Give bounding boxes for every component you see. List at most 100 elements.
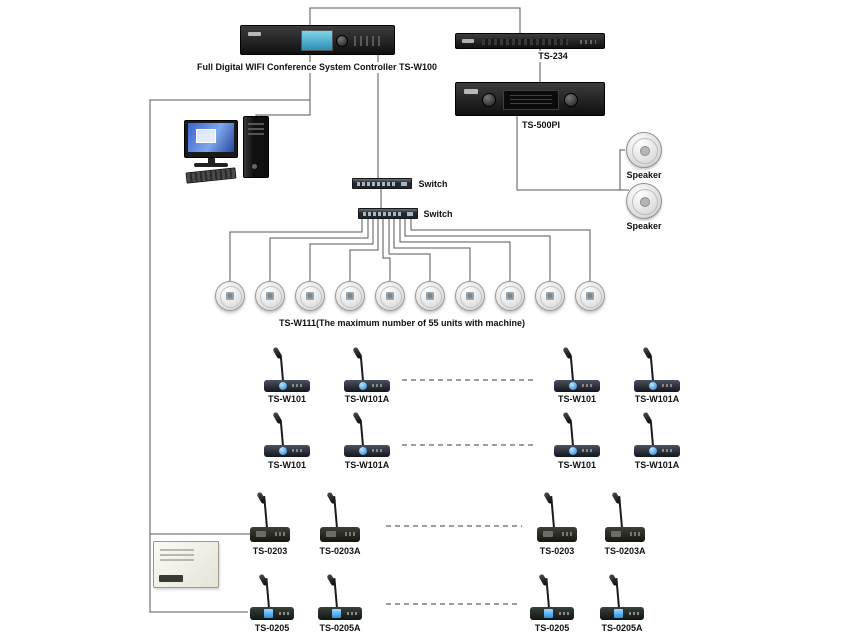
mic-base [264, 380, 310, 392]
mic-gooseneck [265, 578, 270, 609]
mic-ts-0203a [603, 491, 647, 542]
mic-label: TS-W101A [342, 394, 392, 405]
ceiling-speaker-1 [626, 132, 662, 168]
itc-logo [464, 89, 478, 94]
mic-ts-w101a [632, 346, 682, 392]
mic-base [250, 527, 290, 542]
mic-ts-0203a [318, 491, 362, 542]
controller-knob [336, 35, 348, 47]
controller-touchscreen [301, 30, 333, 51]
controller-buttons [354, 36, 384, 46]
rack-unit-ts-234 [455, 33, 605, 49]
ts234-label: TS-234 [536, 51, 570, 62]
wifi-unit-9 [535, 281, 565, 311]
mic-base [344, 380, 390, 392]
wifi-unit-2 [255, 281, 285, 311]
mic-gooseneck [263, 496, 268, 529]
mic-label: TS-0203 [250, 546, 290, 557]
mic-base [530, 607, 574, 620]
ceiling-speaker-2 [626, 183, 662, 219]
mic-label: TS-0205A [317, 623, 363, 634]
extension-power-unit [153, 541, 219, 588]
mic-gooseneck [615, 578, 620, 609]
mic-label: TS-W101A [632, 460, 682, 471]
monitor-stand [208, 158, 215, 163]
mic-gooseneck [279, 421, 284, 447]
wifi-unit-8 [495, 281, 525, 311]
monitor-screen [188, 123, 234, 152]
mic-ts-w101a [342, 346, 392, 392]
mic-label: TS-0203A [317, 546, 363, 557]
mic-label: TS-0205 [532, 623, 572, 634]
vent-grille [482, 39, 568, 45]
mic-base [250, 607, 294, 620]
mic-label: TS-W101 [555, 394, 599, 405]
mic-ts-w101 [262, 346, 312, 392]
pc-tower [243, 116, 269, 178]
mic-gooseneck [279, 356, 284, 382]
amplifier-display-panel [503, 90, 559, 110]
mic-ts-0205a [316, 572, 364, 620]
mic-label: TS-W101 [265, 460, 309, 471]
mic-ts-0205 [248, 572, 296, 620]
mic-label: TS-W101 [265, 394, 309, 405]
mic-base [344, 445, 390, 457]
dashed-continuation-lines [386, 379, 536, 605]
wifi-unit-7 [455, 281, 485, 311]
mic-base [634, 380, 680, 392]
mic-base [554, 380, 600, 392]
mic-ts-w101a [632, 411, 682, 457]
mic-ts-w101a [342, 411, 392, 457]
mic-base [320, 527, 360, 542]
mic-label: TS-W101 [555, 460, 599, 471]
amplifier-knob [482, 93, 496, 107]
wifi-unit-1 [215, 281, 245, 311]
mic-ts-0205 [528, 572, 576, 620]
wifi-unit-4 [335, 281, 365, 311]
speaker-label-2: Speaker [624, 221, 664, 232]
mic-base [554, 445, 600, 457]
controller-label: Full Digital WIFI Conference System Cont… [194, 62, 440, 73]
mic-base [318, 607, 362, 620]
switch-label-1: Switch [416, 179, 450, 190]
mic-base [600, 607, 644, 620]
network-switch-2 [358, 208, 418, 219]
mic-label: TS-0203A [602, 546, 648, 557]
wifi-row-label: TS-W111(The maximum number of 55 units w… [276, 318, 528, 329]
wifi-unit-3 [295, 281, 325, 311]
mic-gooseneck [569, 356, 574, 382]
mic-base [605, 527, 645, 542]
mic-base [264, 445, 310, 457]
conference-controller-ts-w100 [240, 25, 395, 55]
network-switch-1 [352, 178, 412, 189]
monitor-base [194, 163, 228, 167]
mic-base [537, 527, 577, 542]
speaker-label-1: Speaker [624, 170, 664, 181]
mic-gooseneck [618, 496, 623, 529]
mic-gooseneck [359, 356, 364, 382]
mic-gooseneck [359, 421, 364, 447]
mic-label: TS-0205 [252, 623, 292, 634]
mic-label: TS-W101A [342, 460, 392, 471]
mic-label: TS-0203 [537, 546, 577, 557]
wifi-unit-10 [575, 281, 605, 311]
mic-ts-0203 [535, 491, 579, 542]
amplifier-knob [564, 93, 578, 107]
mic-gooseneck [545, 578, 550, 609]
solid-cables [149, 7, 629, 613]
mic-gooseneck [333, 496, 338, 529]
mic-base [634, 445, 680, 457]
mic-gooseneck [333, 578, 338, 609]
mic-ts-0205a [598, 572, 646, 620]
mic-gooseneck [569, 421, 574, 447]
itc-logo [462, 39, 474, 43]
wifi-unit-5 [375, 281, 405, 311]
mic-label: TS-0205A [599, 623, 645, 634]
amplifier-ts-500pi [455, 82, 605, 116]
switch-label-2: Switch [421, 209, 455, 220]
mic-gooseneck [649, 421, 654, 447]
wifi-unit-6 [415, 281, 445, 311]
mic-ts-w101 [552, 346, 602, 392]
